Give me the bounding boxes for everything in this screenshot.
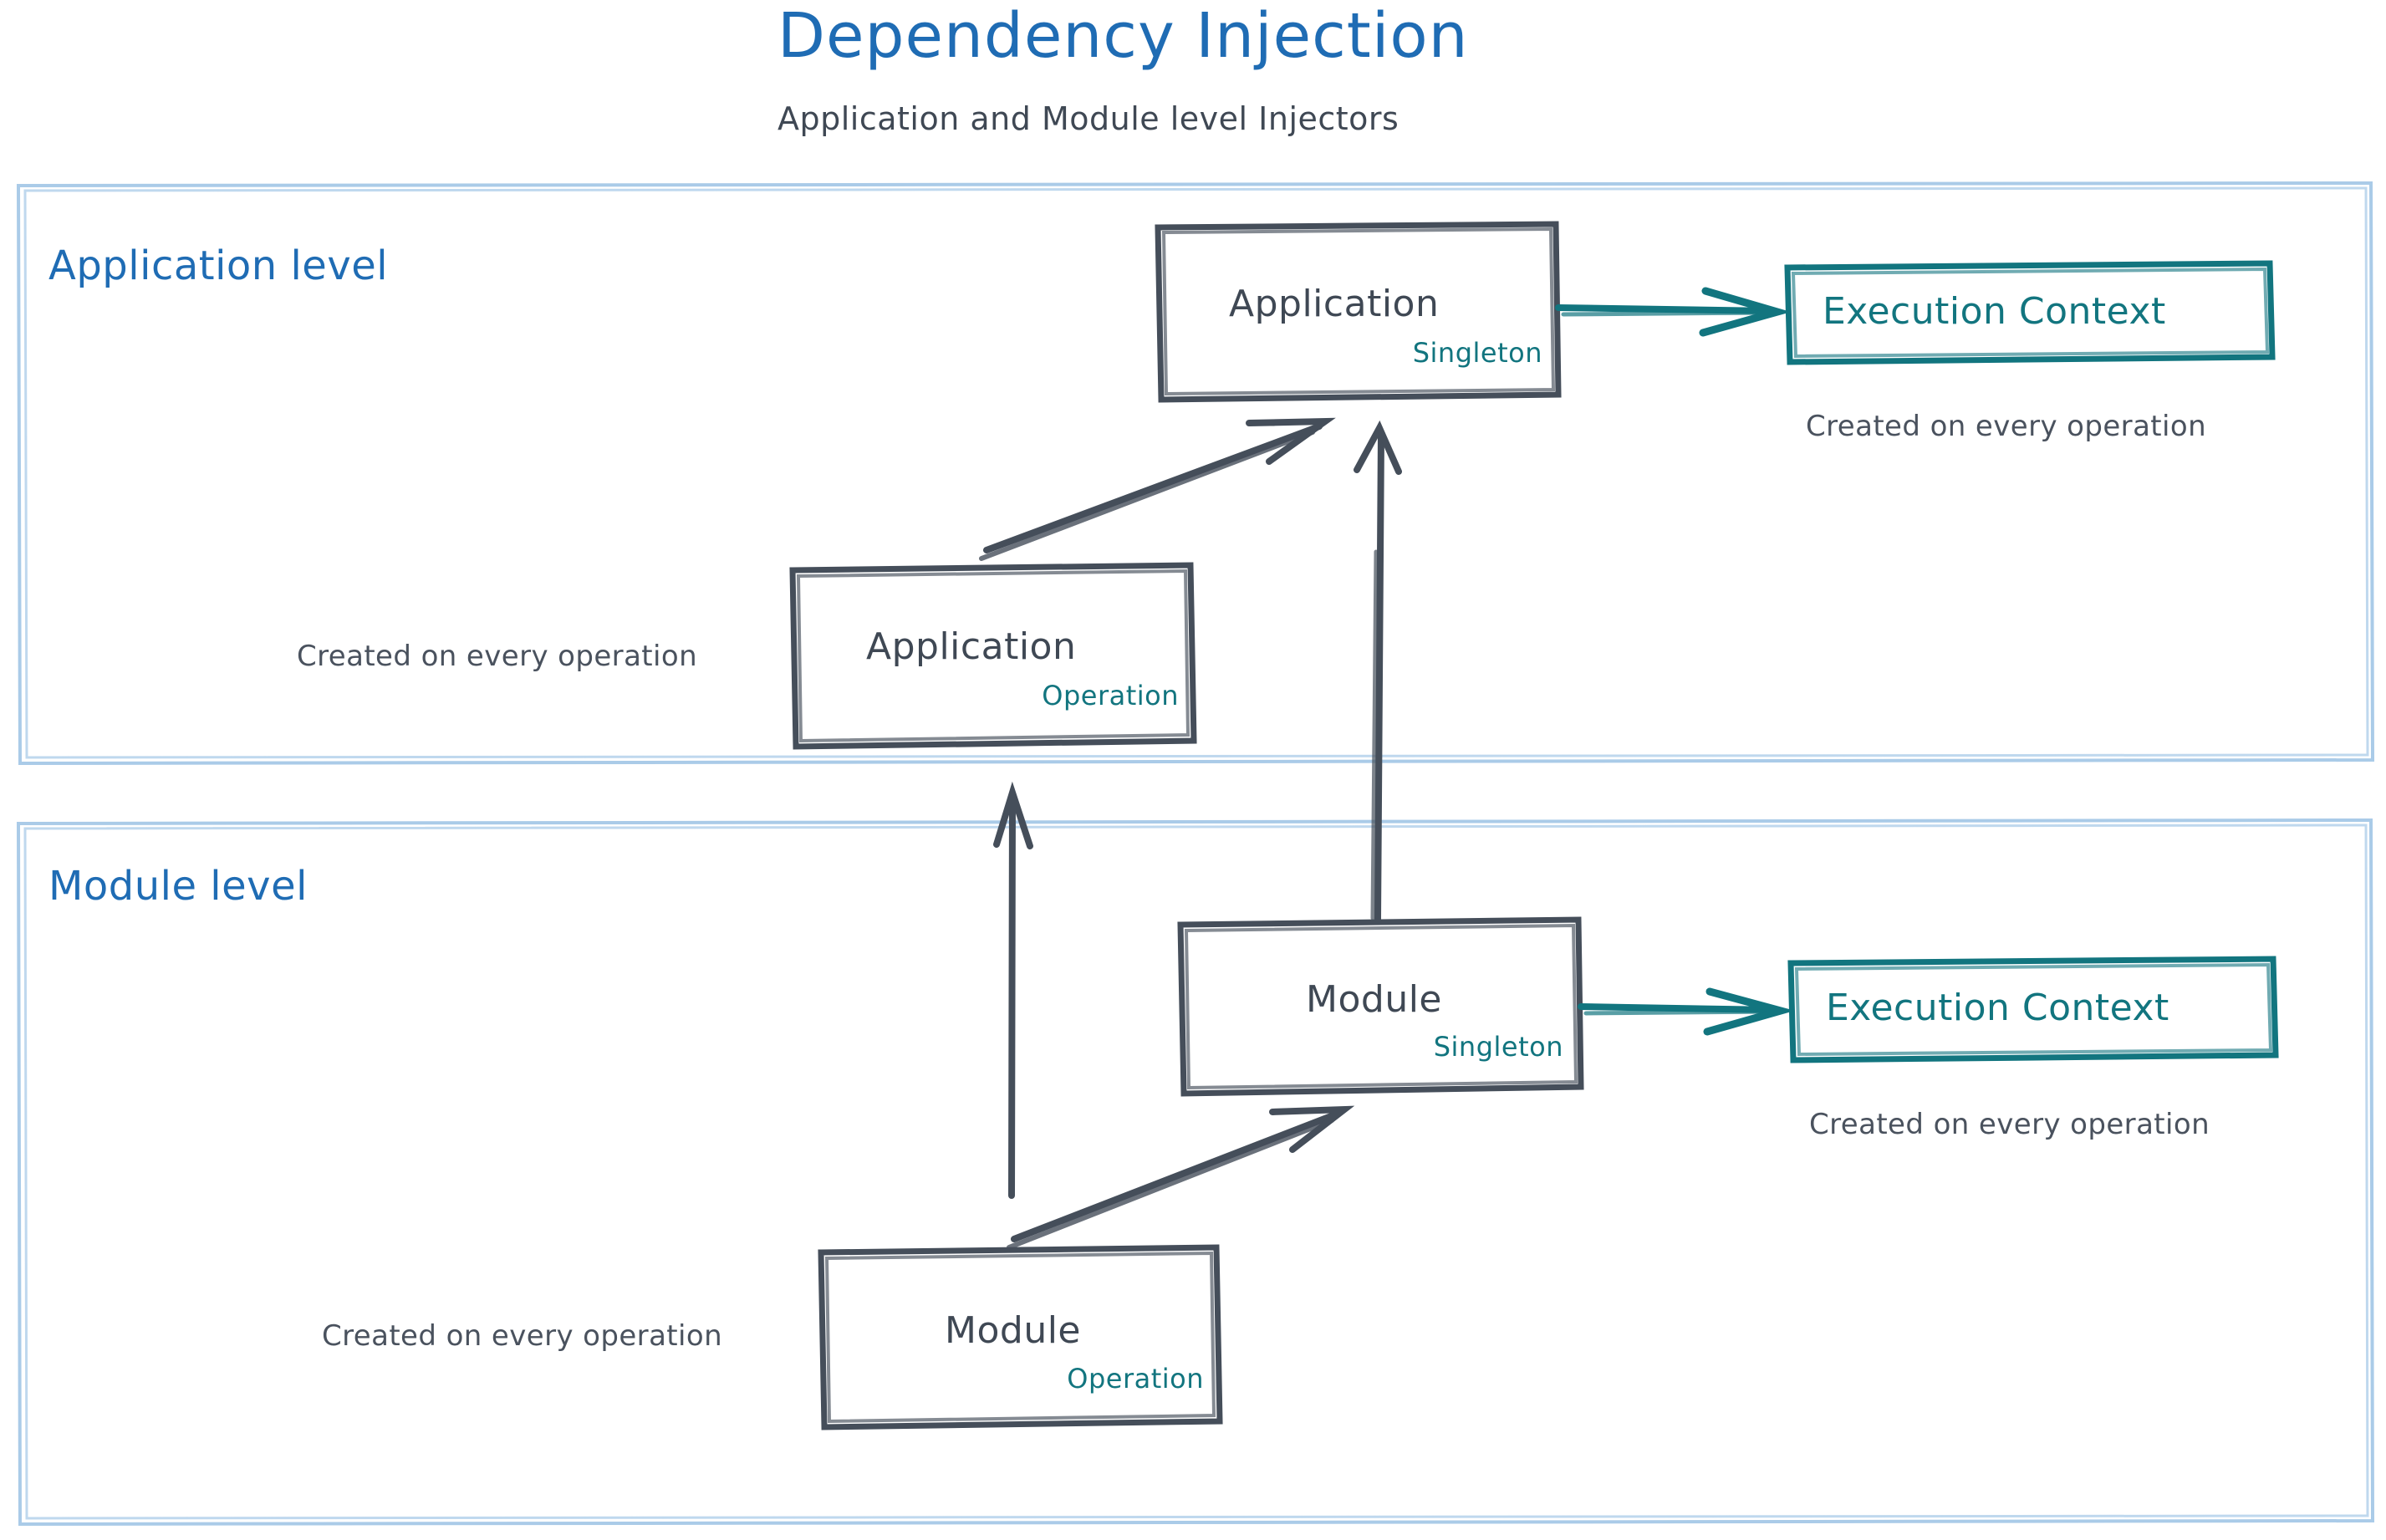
node-execution-context-application-title: Execution Context xyxy=(1823,290,2166,333)
page-subtitle: Application and Module level Injectors xyxy=(777,100,1399,137)
panel-label-application-level: Application level xyxy=(48,242,389,289)
node-application-singleton-title: Application xyxy=(1229,283,1440,325)
node-application-operation-title: Application xyxy=(866,625,1077,668)
node-application-singleton[interactable]: Application Singleton xyxy=(1158,224,1559,400)
node-border-application-singleton xyxy=(1155,221,1562,403)
node-border-execution-context-module xyxy=(1787,956,2279,1063)
node-module-operation-title: Module xyxy=(945,1309,1081,1352)
panel-label-module-level: Module level xyxy=(48,863,308,910)
caption-execution-context-module: Created on every operation xyxy=(1809,1108,2210,1141)
node-border-module-operation xyxy=(818,1244,1223,1430)
arrow-module-singleton-to-app-singleton xyxy=(1354,420,1402,923)
node-application-operation[interactable]: Application Operation xyxy=(793,565,1194,746)
node-execution-context-module[interactable]: Execution Context xyxy=(1791,959,2276,1060)
arrow-module-to-execution-context xyxy=(1578,987,1795,1036)
page-title: Dependency Injection xyxy=(777,0,1469,72)
node-execution-context-module-title: Execution Context xyxy=(1826,987,2169,1029)
arrow-module-operation-to-module-singleton xyxy=(1007,1105,1355,1250)
node-module-operation[interactable]: Module Operation xyxy=(821,1247,1219,1426)
node-border-execution-context-app xyxy=(1784,260,2276,365)
arrow-app-to-execution-context xyxy=(1555,287,1792,337)
node-execution-context-application[interactable]: Execution Context xyxy=(1787,263,2272,362)
panel-border-application xyxy=(16,181,2375,766)
caption-execution-context-application: Created on every operation xyxy=(1806,410,2207,443)
node-application-operation-badge: Operation xyxy=(1042,680,1179,711)
node-module-singleton-title: Module xyxy=(1306,978,1442,1021)
caption-application-operation: Created on every operation xyxy=(297,640,698,673)
node-application-singleton-badge: Singleton xyxy=(1412,337,1542,369)
panel-border-module xyxy=(16,818,2375,1527)
node-module-singleton-badge: Singleton xyxy=(1433,1031,1563,1063)
arrow-app-operation-to-app-singleton xyxy=(979,417,1336,561)
node-module-singleton[interactable]: Module Singleton xyxy=(1180,920,1580,1092)
caption-module-operation: Created on every operation xyxy=(322,1319,723,1353)
node-module-operation-badge: Operation xyxy=(1067,1363,1204,1395)
arrow-module-to-application-level xyxy=(993,781,1033,1199)
node-border-application-operation xyxy=(789,562,1197,750)
node-border-module-singleton xyxy=(1177,916,1584,1097)
